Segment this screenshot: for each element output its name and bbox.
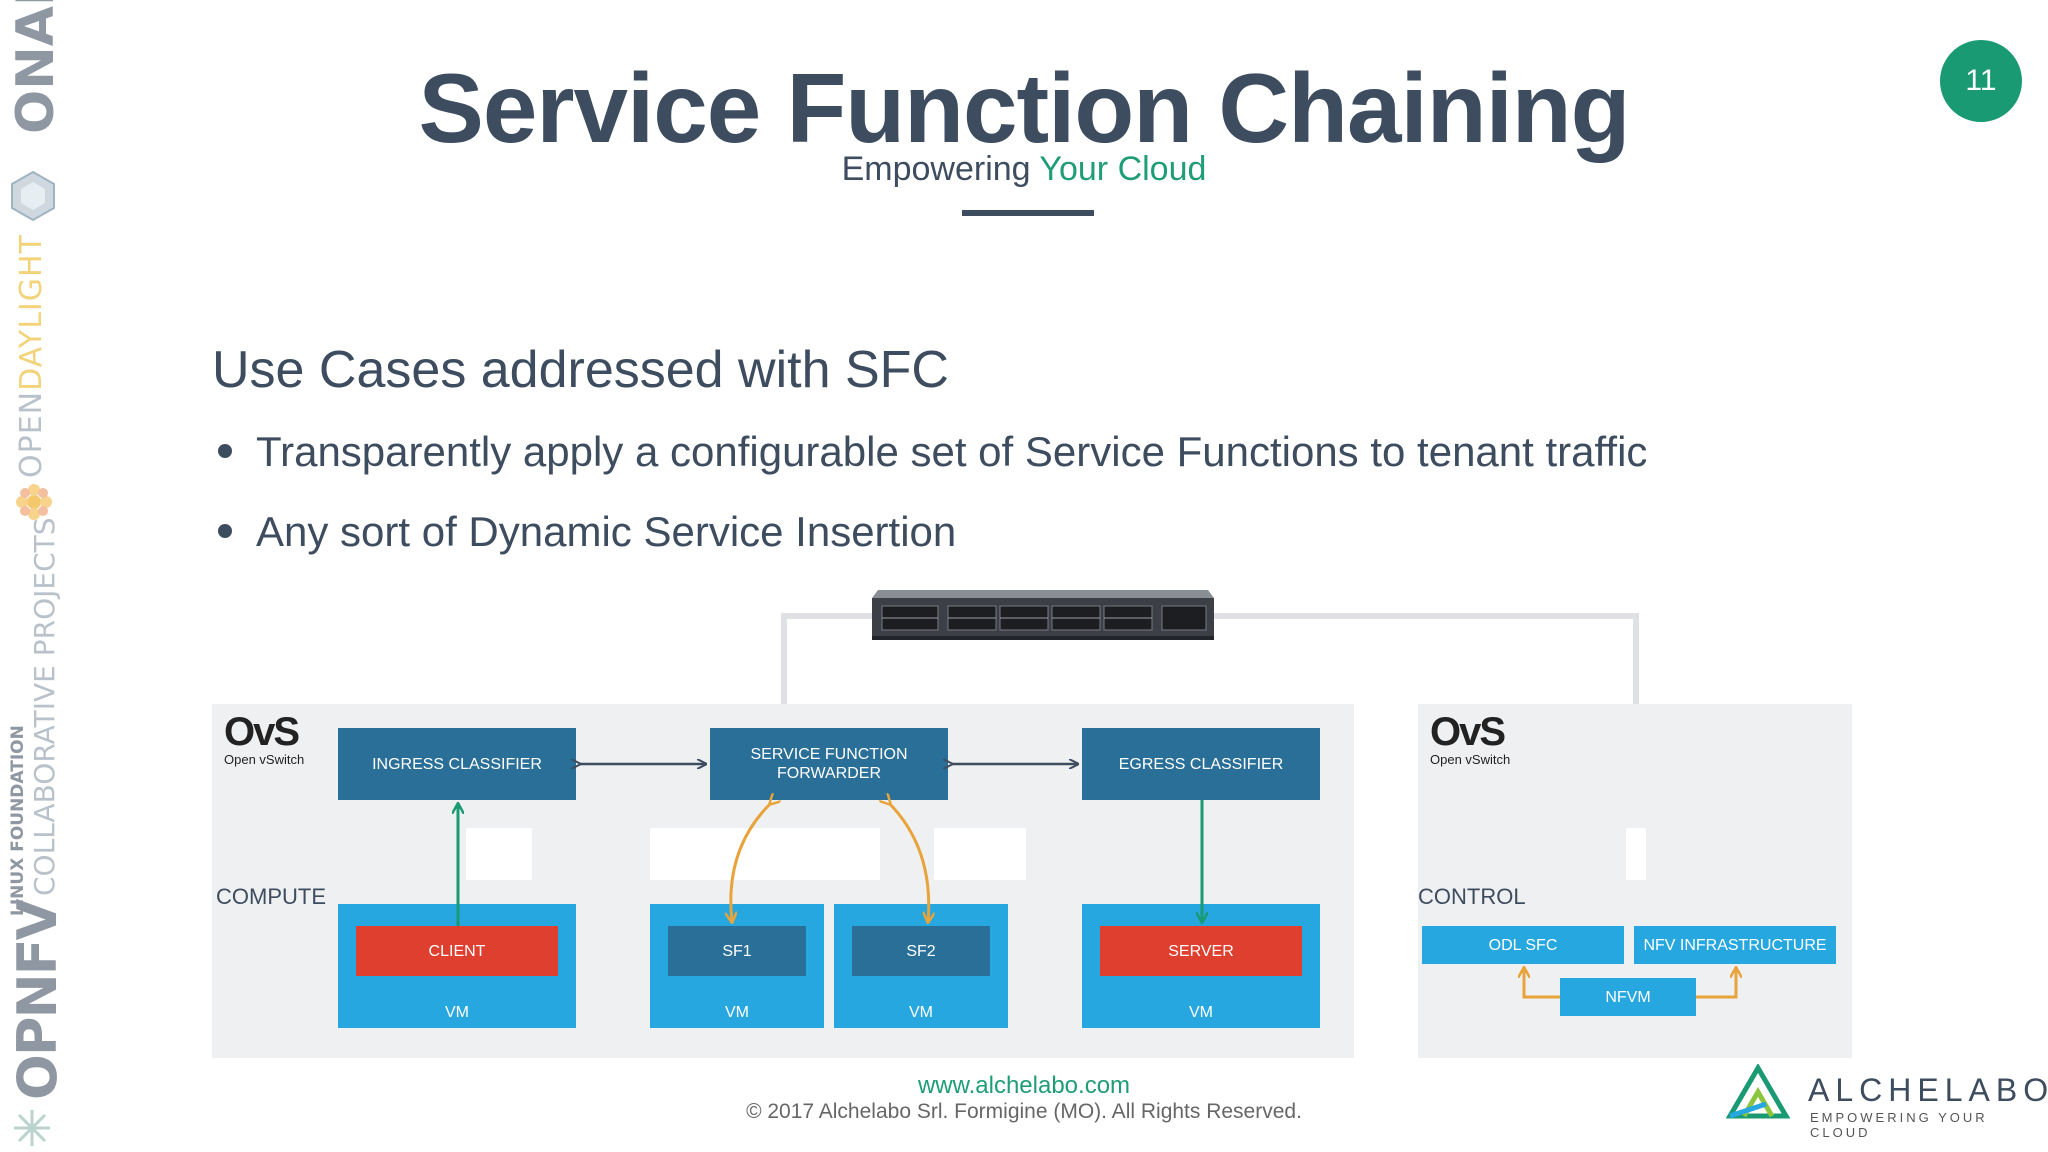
subtitle-accent: Your Cloud <box>1039 150 1207 188</box>
panel-connector <box>212 828 466 880</box>
nfvm-box: NFVM <box>1560 978 1696 1016</box>
section-heading: Use Cases addressed with SFC <box>212 341 949 399</box>
panel-connector <box>532 828 650 880</box>
vm-label: VM <box>445 1004 469 1021</box>
onap-hexagon-icon <box>11 170 55 222</box>
panel-connector <box>1646 828 1852 880</box>
page-number-badge: 11 <box>1940 40 2022 122</box>
server-box: SERVER <box>1100 926 1302 976</box>
panel-connector <box>1418 828 1626 880</box>
footer-copyright: © 2017 Alchelabo Srl. Formigine (MO). Al… <box>746 1100 1302 1123</box>
sff-line-1: SERVICE FUNCTION <box>750 746 908 763</box>
ovs-logo: OvS Open vSwitch <box>224 712 304 767</box>
brand-tagline: EMPOWERING YOUR CLOUD <box>1810 1110 1988 1140</box>
bullet-dot <box>218 443 232 458</box>
bullet-dot <box>218 523 232 538</box>
sff-sf2-arrow <box>890 804 929 922</box>
slide-subtitle: Empowering Your Cloud <box>0 150 2048 189</box>
opnfv-snowflake-icon <box>14 1110 50 1146</box>
service-function-forwarder-box: SERVICE FUNCTION FORWARDER <box>710 728 948 800</box>
egress-classifier-box: EGRESS CLASSIFIER <box>1082 728 1320 800</box>
sf2-box: SF2 <box>852 926 990 976</box>
brand-name: ALCHELABO <box>1808 1072 2048 1108</box>
compute-label: COMPUTE <box>216 884 326 909</box>
alchelabo-logo-icon <box>1726 1064 1790 1119</box>
slide-title: Service Function Chaining <box>418 53 1630 163</box>
ovs-logo-sub: Open vSwitch <box>1430 752 1511 767</box>
nfvm-odl-arrow <box>1524 968 1560 999</box>
control-panel <box>1418 880 1852 1058</box>
vm-label: VM <box>1189 1004 1213 1021</box>
ingress-classifier-box: INGRESS CLASSIFIER <box>338 728 576 800</box>
client-box: CLIENT <box>356 926 558 976</box>
sff-line-2: FORWARDER <box>777 765 881 782</box>
opendaylight-flower-icon <box>16 484 52 520</box>
title-underline <box>962 210 1094 216</box>
control-label: CONTROL <box>1418 884 1526 909</box>
network-switch-icon <box>872 590 1214 640</box>
ovs-logo-mark: OvS <box>224 710 300 754</box>
ovs-logo: OvS Open vSwitch <box>1430 712 1510 767</box>
nfvm-nfvi-arrow <box>1696 968 1736 999</box>
sf1-box: SF1 <box>668 926 806 976</box>
nfv-infrastructure-box: NFV INFRASTRUCTURE <box>1634 926 1836 964</box>
ovs-control-panel <box>1418 704 1852 828</box>
sff-sf1-arrow <box>731 804 770 922</box>
vm-label: VM <box>725 1004 749 1021</box>
odl-sfc-box: ODL SFC <box>1422 926 1624 964</box>
panel-connector <box>1026 828 1354 880</box>
bullet-item: Any sort of Dynamic Service Insertion <box>212 508 956 556</box>
ovs-logo-sub: Open vSwitch <box>224 752 305 767</box>
ovs-logo-mark: OvS <box>1430 710 1506 754</box>
bullet-item: Transparently apply a configurable set o… <box>212 428 1647 476</box>
vm-label: VM <box>909 1004 933 1021</box>
footer-url-link[interactable]: www.alchelabo.com <box>917 1072 1131 1099</box>
subtitle-prefix: Empowering <box>841 150 1031 188</box>
